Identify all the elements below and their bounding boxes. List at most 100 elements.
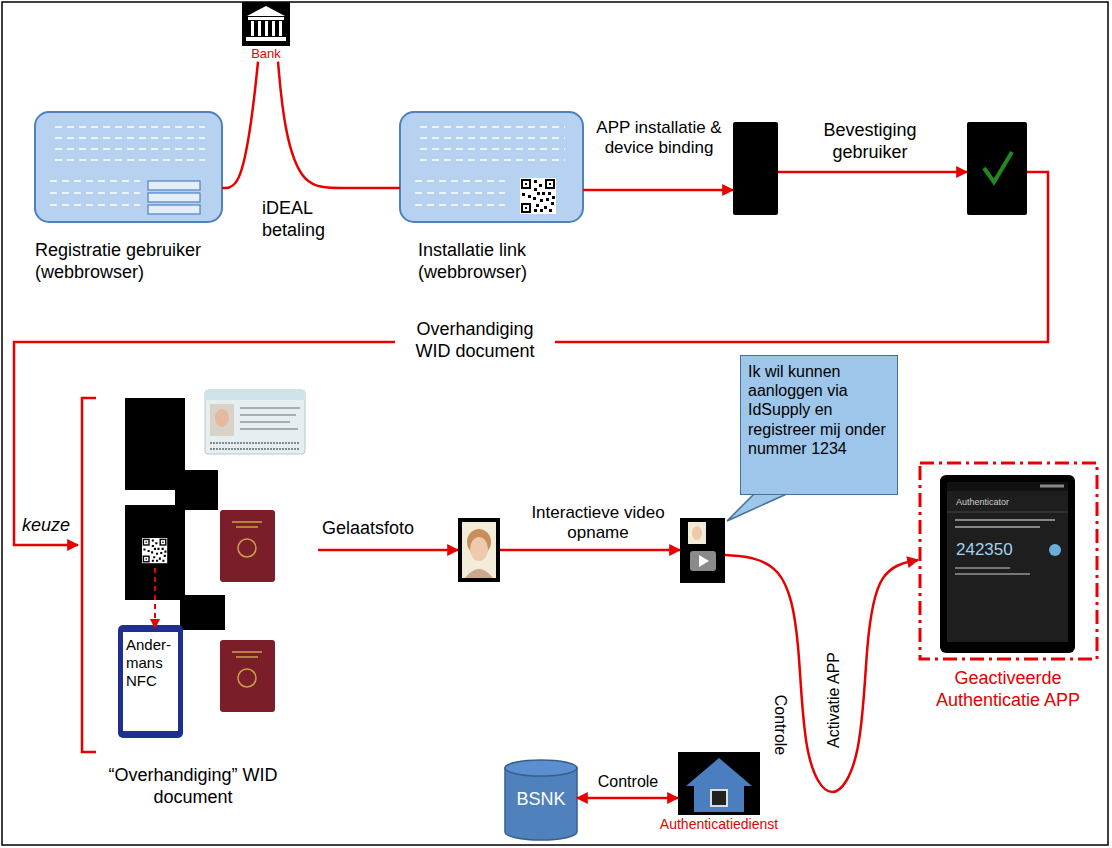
dashed-frame — [920, 463, 1097, 659]
face — [692, 526, 702, 540]
status-icons — [1040, 485, 1064, 488]
video-phone — [680, 518, 725, 583]
tablet-screen — [123, 632, 178, 731]
node-text: Bank — [238, 46, 294, 62]
passport — [220, 510, 275, 582]
passport-print — [232, 652, 262, 657]
note-holder: Controle — [770, 695, 789, 755]
phone — [458, 518, 500, 582]
edge-label: Activatie APP — [824, 652, 843, 748]
photo-ground — [462, 522, 496, 578]
browser-window: Installatie link (webbrowser) — [400, 112, 583, 222]
edge-label-holder: Gelaatsfoto — [322, 518, 432, 540]
outside-label-holder: Geactiveerde Authenticatie APP — [918, 668, 1098, 711]
divider — [947, 512, 1068, 513]
edge-label-holder: Interactieve video opname — [528, 503, 668, 544]
database-top — [505, 760, 577, 776]
shoulders — [465, 569, 493, 578]
form-field — [148, 181, 200, 190]
browser-frame — [35, 112, 222, 222]
node-text: Installatie link (webbrowser) — [418, 240, 618, 283]
bank-roof — [247, 6, 285, 16]
passport-print — [232, 522, 262, 527]
database-cylinder: BSNK — [505, 760, 577, 840]
nfc-arrow — [154, 568, 156, 628]
note-label: Authenticator — [956, 497, 1009, 508]
flow-connector — [278, 62, 400, 188]
phone — [458, 518, 500, 582]
document-choice-group: “Overhandiging” WID documentAnder-mans N… — [78, 385, 318, 760]
passport — [220, 640, 275, 712]
phone — [967, 122, 1027, 215]
edge-label-holder: Bevestiging gebruiker — [795, 120, 945, 163]
edge-label-holder: Activatie APP — [824, 652, 843, 748]
card-band — [205, 390, 305, 400]
browser-window: Registratie gebruiker (webbrowser) — [35, 112, 222, 222]
choice-bracket — [82, 398, 96, 752]
flow-connector — [725, 555, 918, 792]
passport-cover — [220, 510, 275, 582]
browser-frame — [400, 112, 583, 222]
node-text: Ander-mans NFC — [126, 636, 175, 690]
bank-node: Bank — [238, 2, 294, 62]
nfc-reader — [180, 595, 225, 630]
outside-label-holder: “Overhandiging” WID document — [108, 765, 278, 808]
note-label: keuze — [22, 515, 70, 537]
house-icon — [678, 752, 760, 815]
phone — [940, 475, 1075, 653]
node-text: “Overhandiging” WID document — [108, 765, 278, 808]
house-body — [694, 784, 744, 812]
passport-cover — [220, 640, 275, 712]
node-text: Registratie gebruiker (webbrowser) — [35, 240, 235, 283]
form-field — [148, 205, 200, 214]
note-holder: Authenticator — [956, 497, 1009, 508]
tablet: Ander-mans NFC — [123, 632, 178, 731]
form-lines — [50, 127, 205, 205]
phone-screen — [947, 482, 1068, 642]
speech-bubble: Ik wil kunnen aanloggen via IdSupply en … — [740, 355, 898, 495]
edge-label: Interactieve video opname — [528, 503, 668, 544]
flow-connector — [222, 62, 258, 188]
bank-columns — [251, 21, 282, 36]
phone — [733, 122, 778, 215]
photo-ground — [688, 522, 706, 544]
status-bar — [947, 482, 1068, 491]
phone — [967, 122, 1027, 215]
check-mark — [984, 152, 1012, 182]
passport-crest — [238, 539, 256, 557]
card-body — [205, 390, 305, 454]
qr-code — [520, 178, 556, 214]
card-lines — [240, 408, 300, 429]
service-icon: Authenticatiedienst — [678, 752, 760, 815]
activated-app-frame: Geactiveerde Authenticatie APP — [918, 462, 1098, 660]
tablet-frame — [118, 625, 183, 738]
flow-connector — [778, 171, 967, 174]
note-label: Controle — [770, 695, 789, 755]
edge-label: iDEAL betaling — [262, 198, 342, 241]
card-face — [215, 409, 229, 427]
phone — [125, 505, 185, 600]
edge-label-holder: APP installatie & device binding — [585, 118, 733, 159]
edge-label: Overhandiging WID document — [399, 319, 551, 362]
edge-label: Bevestiging gebruiker — [795, 120, 945, 163]
flow-connector — [14, 172, 1048, 545]
edge-label-holder: Controle — [586, 772, 670, 791]
play-button — [690, 551, 716, 571]
outside-label-holder: Authenticatiedienst — [639, 816, 799, 833]
phone — [680, 518, 725, 583]
browser-window-art — [35, 112, 222, 222]
edge-label-holder: iDEAL betaling — [262, 198, 342, 241]
screen-lines — [955, 568, 1030, 574]
note-label: 242350 — [956, 540, 1013, 560]
edge-label-holder: Overhandiging WID document — [395, 319, 555, 362]
bank-beam — [248, 17, 284, 20]
node-text: Authenticatiedienst — [639, 816, 799, 833]
bank-base — [246, 37, 286, 41]
photo-phone — [458, 518, 500, 582]
play-triangle — [699, 555, 709, 567]
phone — [680, 518, 725, 583]
